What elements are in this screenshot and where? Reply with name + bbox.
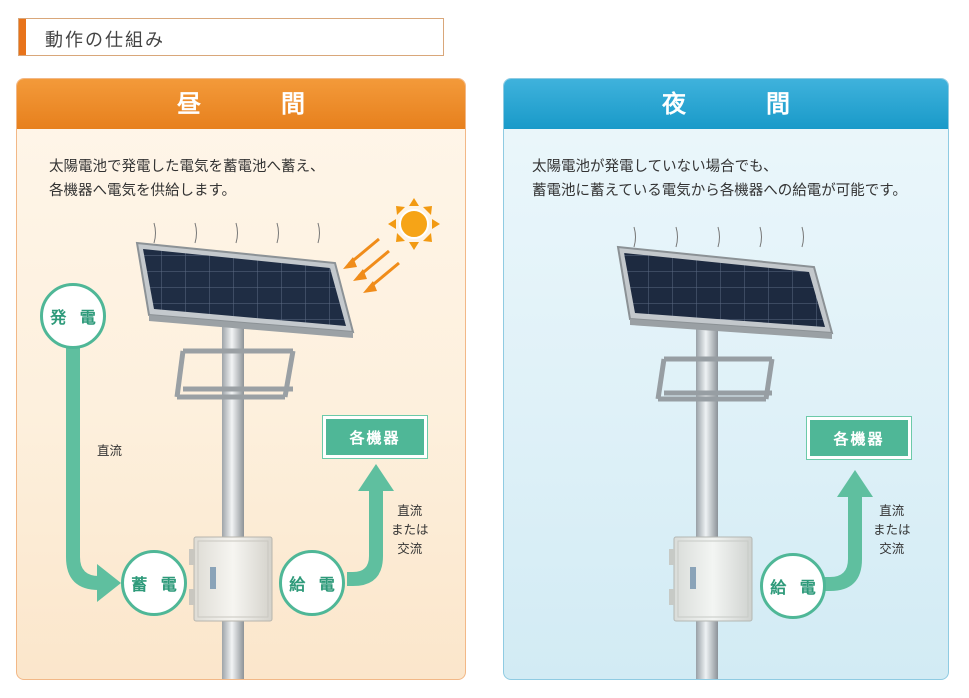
nighttime-panel-wires [633, 226, 804, 248]
nighttime-output-line-2: または [873, 522, 911, 537]
nighttime-description-line-1: 太陽電池が発電していない場合でも、 [532, 159, 778, 175]
daytime-diagram [66, 198, 440, 679]
daytime-output-label: 直流 または 交流 [391, 501, 429, 558]
nighttime-header: 夜 間 [504, 79, 948, 129]
nighttime-description-line-2: 蓄電池に蓄えている電気から各機器への給電が可能です。 [532, 183, 907, 199]
daytime-header: 昼 間 [17, 79, 465, 129]
sun-icon [388, 198, 440, 250]
daytime-generation-node: 発 電 [40, 283, 106, 349]
daytime-output-line-2: または [391, 522, 429, 537]
daytime-dc-label: 直流 [97, 443, 123, 458]
daytime-description-line-2: 各機器へ電気を供給します。 [49, 183, 237, 199]
nighttime-panel-bracket [655, 356, 775, 402]
daytime-pole [222, 317, 244, 679]
daytime-devices-box: 各機器 [323, 416, 427, 458]
nighttime-pole [696, 329, 718, 679]
daytime-description: 太陽電池で発電した電気を蓄電池へ蓄え、 各機器へ電気を供給します。 [49, 155, 325, 203]
nighttime-solar-panel [616, 245, 834, 339]
nighttime-diagram [616, 226, 873, 679]
nighttime-output-line-3: 交流 [879, 541, 905, 556]
daytime-solar-panel [135, 241, 355, 338]
section-title: 動作の仕組み [45, 30, 165, 51]
heading-accent-bar [19, 19, 26, 55]
sun-rays [343, 237, 400, 293]
nighttime-description: 太陽電池が発電していない場合でも、 蓄電池に蓄えている電気から各機器への給電が可… [532, 155, 907, 203]
daytime-panel-bracket [174, 348, 296, 400]
daytime-battery-box [189, 536, 273, 622]
nighttime-supply-node: 給 電 [760, 553, 826, 619]
daytime-description-line-1: 太陽電池で発電した電気を蓄電池へ蓄え、 [49, 159, 325, 175]
daytime-supply-node: 給 電 [279, 550, 345, 616]
daytime-panel-wires [153, 222, 320, 244]
nighttime-devices-box: 各機器 [807, 417, 911, 459]
section-heading: 動作の仕組み [18, 18, 444, 56]
nighttime-battery-box [669, 536, 753, 622]
daytime-output-line-3: 交流 [397, 541, 423, 556]
nighttime-supply-flow-arrow [822, 470, 873, 591]
daytime-panel: 昼 間 太陽電池で発電した電気を蓄電池へ蓄え、 各機器へ電気を供給します。 [16, 78, 466, 680]
nighttime-output-label: 直流 または 交流 [873, 501, 911, 558]
daytime-supply-flow-arrow [347, 464, 394, 586]
nighttime-panel: 夜 間 太陽電池が発電していない場合でも、 蓄電池に蓄えている電気から各機器への… [503, 78, 949, 680]
daytime-output-line-1: 直流 [397, 503, 423, 518]
daytime-storage-node: 蓄 電 [121, 550, 187, 616]
daytime-dc-flow-arrow [66, 347, 121, 602]
nighttime-output-line-1: 直流 [879, 503, 905, 518]
